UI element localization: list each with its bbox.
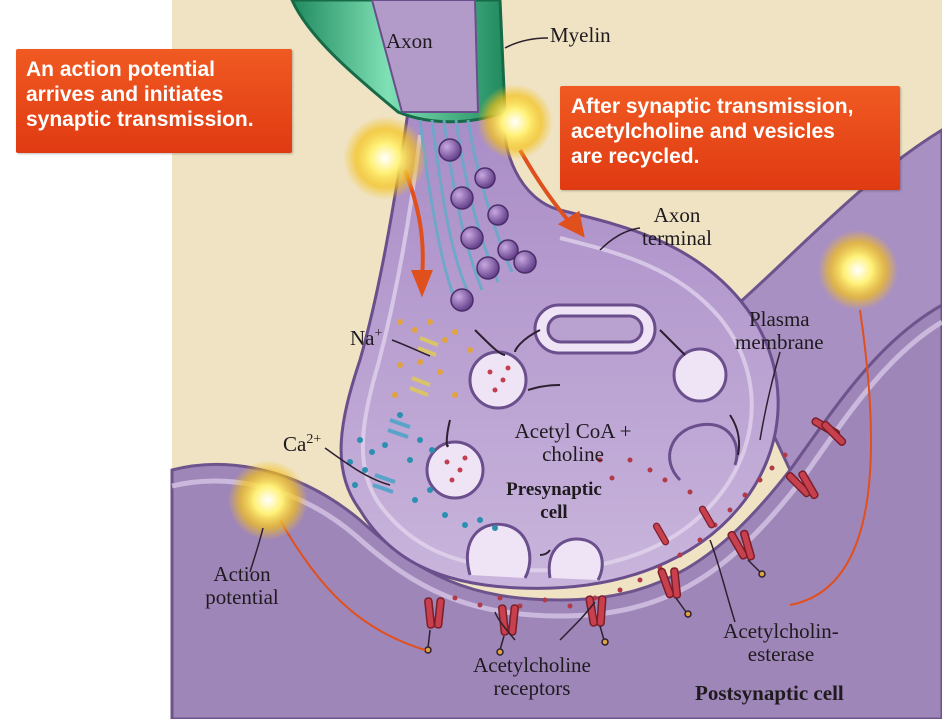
- callout-left-line-1: An action potential: [26, 58, 215, 81]
- label-presynaptic-line-1: Presynaptic: [506, 479, 602, 500]
- vesicle-contents: [444, 365, 511, 483]
- label-acetylcholinesterase: Acetylcholin- esterase: [706, 620, 856, 666]
- sodium-channels: [409, 336, 439, 397]
- label-esterase-line-2: esterase: [747, 642, 815, 666]
- label-sodium-base: Na: [350, 326, 375, 350]
- label-leader-lines: [249, 37, 781, 641]
- label-action-potential: Action potential: [182, 563, 302, 609]
- label-axon-terminal-line-2: terminal: [642, 226, 712, 250]
- acetylcholinesterase-enzymes: [652, 505, 716, 546]
- label-axon: Axon: [386, 29, 433, 53]
- recycling-vesicles: [425, 347, 739, 500]
- label-axon-terminal-line-1: Axon: [653, 203, 701, 227]
- label-calcium-ion: Ca2+: [283, 428, 321, 456]
- recycling-arrows: [445, 329, 740, 556]
- fusing-vesicles: [465, 522, 604, 581]
- label-axon-terminal: Axon terminal: [642, 204, 712, 250]
- label-presynaptic-line-2: cell: [540, 502, 568, 523]
- label-calcium-base: Ca: [283, 432, 307, 456]
- label-plasma-membrane-line-1: Plasma: [748, 307, 810, 331]
- label-receptors-line-2: receptors: [493, 676, 571, 700]
- label-sodium-ion: Na+: [350, 322, 382, 350]
- calcium-channels: [372, 418, 411, 494]
- action-potential-glows: [228, 84, 898, 540]
- label-receptors-line-1: Acetylcholine: [473, 653, 591, 677]
- callout-right-line-3: are recycled.: [571, 145, 700, 168]
- label-calcium-charge: 2+: [306, 432, 322, 447]
- label-acetyl-coa-line-1: Acetyl CoA +: [514, 419, 632, 443]
- label-sodium-charge: +: [374, 326, 383, 341]
- label-acetyl-coa-choline: Acetyl CoA + choline: [498, 420, 648, 466]
- acetylcholine-receptors: [424, 417, 847, 636]
- label-presynaptic-cell: Presynaptic cell: [484, 478, 624, 524]
- label-plasma-membrane-line-2: membrane: [735, 330, 824, 354]
- label-action-potential-line-1: Action: [213, 562, 271, 586]
- receptor-arrows: [424, 559, 766, 656]
- label-acetylcholine-receptors: Acetylcholine receptors: [452, 654, 612, 700]
- label-postsynaptic-cell: Postsynaptic cell: [695, 681, 844, 705]
- axon-shaft: [370, 0, 480, 113]
- endosome: [533, 303, 657, 355]
- callout-right-line-2: acetylcholine and vesicles: [571, 120, 835, 143]
- calcium-ions: [347, 412, 498, 531]
- label-action-potential-line-2: potential: [205, 585, 279, 609]
- callout-recycling: After synaptic transmission, acetylcholi…: [560, 86, 900, 190]
- callout-action-potential-arrives: An action potential arrives and initiate…: [16, 49, 292, 153]
- label-myelin: Myelin: [550, 23, 611, 47]
- label-esterase-line-1: Acetylcholin-: [723, 619, 839, 643]
- synaptic-vesicles: [438, 138, 537, 312]
- label-acetyl-coa-line-2: choline: [542, 442, 604, 466]
- callout-left-line-2: arrives and initiates: [26, 83, 224, 106]
- callout-left-line-3: synaptic transmission.: [26, 108, 254, 131]
- callout-right-line-1: After synaptic transmission,: [571, 95, 854, 118]
- postsynaptic-arrows: [279, 309, 873, 651]
- sodium-ions: [392, 319, 473, 398]
- label-plasma-membrane: Plasma membrane: [735, 308, 824, 354]
